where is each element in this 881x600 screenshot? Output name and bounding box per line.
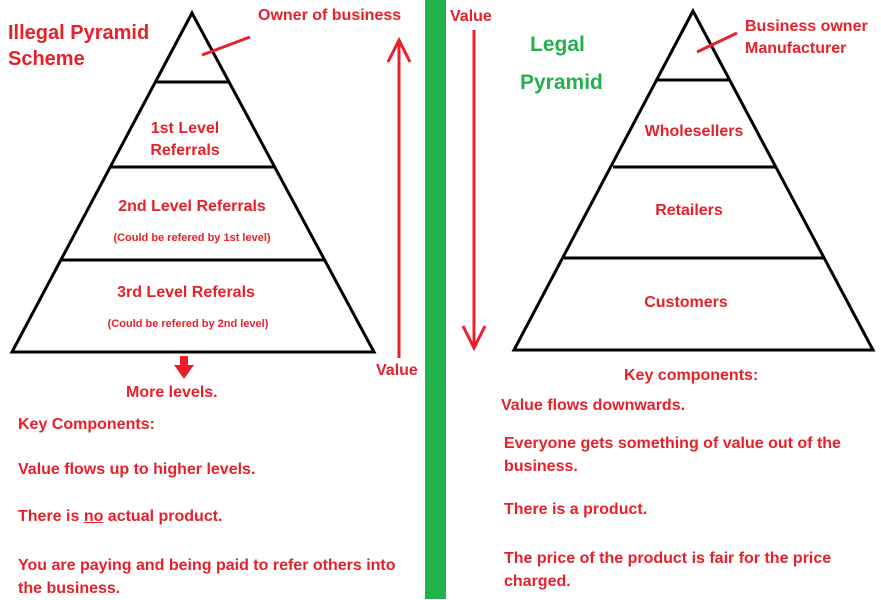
legal-title: Legal Pyramid (520, 26, 603, 102)
illegal-level3-note: (Could be refered by 2nd level) (107, 318, 269, 330)
legal-owner-line1: Business owner (745, 18, 868, 35)
illegal-point1: Value flows up to higher levels. (18, 461, 256, 478)
legal-level1-label: Wholesellers (644, 123, 744, 140)
illegal-level3-label: 3rd Level Referals (117, 284, 255, 301)
illegal-pyramid (9, 9, 377, 354)
legal-point4-line2: charged. (504, 573, 571, 590)
illegal-owner-pointer (201, 35, 251, 57)
legal-title-line2: Pyramid (520, 71, 603, 94)
value-label-bottom: Value (376, 362, 418, 379)
illegal-point3: You are paying and being paid to refer o… (18, 554, 396, 600)
illegal-title-line1: Illegal Pyramid (8, 22, 150, 44)
illegal-title-line2: Scheme (8, 48, 85, 70)
legal-owner-label: Business owner Manufacturer (745, 16, 868, 60)
legal-point2: Everyone gets something of value out of … (504, 432, 841, 478)
illegal-owner-label: Owner of business (258, 7, 402, 24)
center-divider (425, 0, 446, 599)
legal-point3: There is a product. (504, 501, 648, 518)
legal-point1: Value flows downwards. (501, 397, 686, 414)
illegal-point3-line2: the business. (18, 580, 121, 597)
illegal-point3-line1: You are paying and being paid to refer o… (18, 557, 396, 574)
illegal-key-heading: Key Components: (18, 416, 155, 433)
illegal-level1-label: 1st Level Referrals (150, 118, 219, 162)
illegal-point2: There is no actual product. (18, 508, 222, 526)
illegal-point2-post: actual product. (103, 508, 223, 525)
value-up-arrow (386, 36, 412, 358)
legal-point2-line2: business. (504, 458, 578, 475)
illegal-point2-pre: There is (18, 508, 84, 525)
legal-point2-line1: Everyone gets something of value out of … (504, 435, 841, 452)
illegal-point2-emph: no (83, 508, 104, 525)
illegal-level2-note: (Could be refered by 1st level) (113, 232, 271, 244)
more-levels-label: More levels. (126, 384, 218, 401)
legal-owner-pointer (696, 31, 738, 54)
more-levels-arrow (174, 356, 194, 379)
legal-pyramid-outline (511, 7, 876, 352)
value-label-top: Value (450, 8, 492, 25)
legal-point4-line1: The price of the product is fair for the… (504, 550, 832, 567)
legal-pyramid (511, 7, 876, 352)
legal-level3-label: Customers (644, 294, 728, 311)
illegal-level1-line2: Referrals (150, 142, 220, 159)
legal-point4: The price of the product is fair for the… (504, 547, 831, 593)
value-down-arrow (461, 30, 487, 352)
illegal-title: Illegal Pyramid Scheme (8, 20, 149, 72)
legal-level2-label: Retailers (655, 202, 723, 219)
legal-key-heading: Key components: (624, 367, 759, 384)
illegal-level2-label: 2nd Level Referrals (118, 198, 266, 215)
legal-title-line1: Legal (530, 33, 585, 56)
legal-owner-line2: Manufacturer (745, 40, 847, 57)
illegal-level1-line1: 1st Level (150, 120, 220, 137)
illegal-pyramid-outline (9, 9, 377, 354)
